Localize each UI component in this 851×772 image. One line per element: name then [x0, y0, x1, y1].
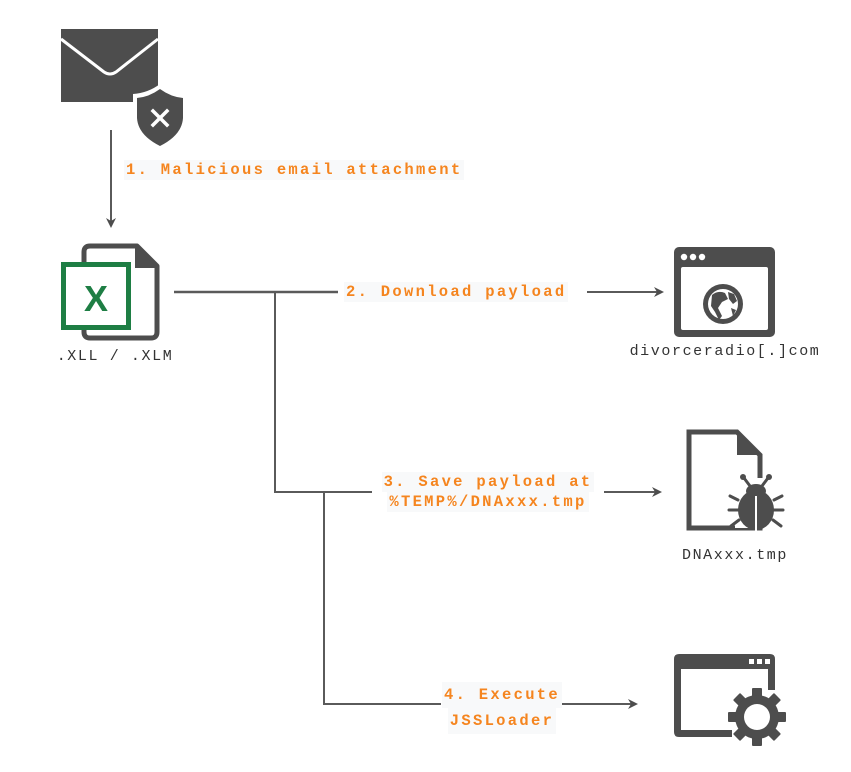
- web-caption: divorceradio[.]com: [629, 343, 821, 360]
- window-gear-icon: [674, 654, 786, 746]
- file-bug-icon: [686, 429, 785, 532]
- email-shield-blocked-icon: [60, 29, 187, 151]
- step-3-line-1: 3. Save payload at: [381, 472, 595, 492]
- browser-globe-icon: [674, 247, 775, 337]
- step-4-label: 4. Execute JSSLoader: [432, 682, 572, 734]
- svg-text:X: X: [84, 278, 108, 319]
- step-2-label: 2. Download payload: [344, 282, 569, 302]
- step-4-line-2: JSSLoader: [447, 708, 557, 734]
- excel-caption: .XLL / .XLM: [56, 348, 174, 365]
- step-2-line-1: 2. Download payload: [344, 282, 569, 302]
- step-1-line-1: 1. Malicious email attachment: [124, 160, 465, 180]
- step-3-label: 3. Save payload at %TEMP%/DNAxxx.tmp: [372, 472, 604, 512]
- excel-file-icon: X: [61, 243, 160, 341]
- step-4-line-1: 4. Execute: [441, 682, 562, 708]
- tmpfile-caption: DNAxxx.tmp: [681, 547, 788, 564]
- step-3-line-2: %TEMP%/DNAxxx.tmp: [387, 492, 589, 512]
- step-1-label: 1. Malicious email attachment: [124, 160, 465, 180]
